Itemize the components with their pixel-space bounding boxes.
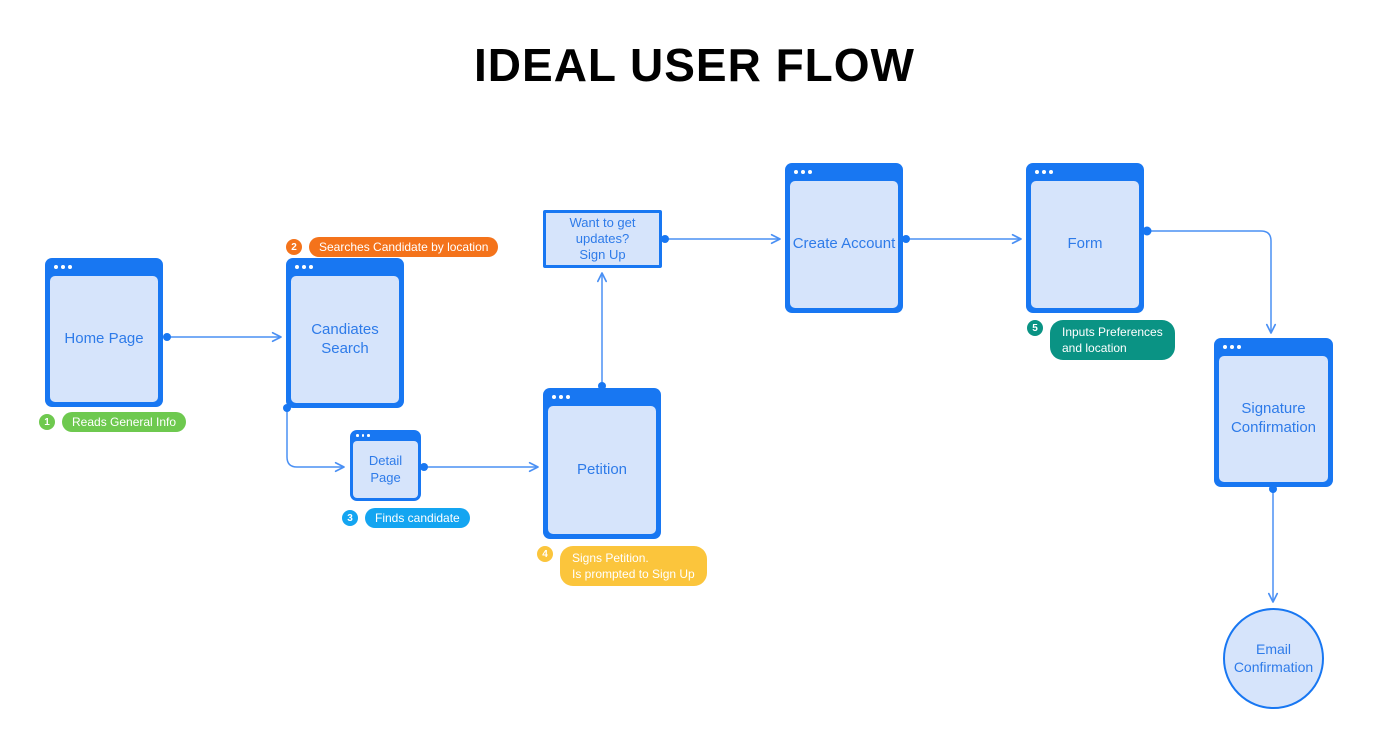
- window-dots-icon: [356, 434, 370, 437]
- badge-step-1: 1 Reads General Info: [39, 412, 187, 433]
- node-label-home-page: Home Page: [64, 329, 144, 347]
- window-titlebar: [785, 163, 903, 181]
- node-label-form: Form: [1067, 235, 1103, 253]
- node-create-account: Create Account: [785, 163, 903, 313]
- node-form: Form: [1026, 163, 1144, 313]
- connector-search-to-detail: [286, 408, 345, 473]
- node-label-detail-page: Detail Page: [368, 453, 403, 485]
- window-body: Create Account: [790, 181, 898, 308]
- badge-label: Searches Candidate by location: [309, 237, 499, 258]
- node-signature-confirmation: Signature Confirmation: [1214, 338, 1333, 487]
- window-body: Detail Page: [353, 441, 418, 498]
- node-signup-prompt: Want to get updates? Sign Up: [543, 210, 662, 268]
- badge-step-5: 5 Inputs Preferences and location: [1027, 320, 1175, 361]
- node-detail-page: Detail Page: [350, 430, 421, 501]
- window-dots-icon: [295, 265, 313, 269]
- window-body: Candiates Search: [291, 276, 399, 403]
- window-titlebar: [45, 258, 163, 276]
- badge-label: Signs Petition. Is prompted to Sign Up: [560, 546, 707, 587]
- badge-step-4: 4 Signs Petition. Is prompted to Sign Up: [537, 546, 707, 587]
- window-body: Signature Confirmation: [1219, 356, 1328, 482]
- window-dots-icon: [1035, 170, 1053, 174]
- badge-number: 5: [1027, 320, 1043, 336]
- window-titlebar: [1214, 338, 1333, 356]
- node-label-petition: Petition: [576, 460, 628, 478]
- window-dots-icon: [54, 265, 72, 269]
- window-body: Home Page: [50, 276, 158, 402]
- node-email-confirmation: Email Confirmation: [1223, 608, 1324, 709]
- connector-form-to-signature: [1147, 230, 1277, 334]
- window-titlebar: [286, 258, 404, 276]
- node-candidates-search: Candiates Search: [286, 258, 404, 408]
- window-titlebar: [350, 430, 421, 441]
- window-titlebar: [1026, 163, 1144, 181]
- badge-step-2: 2 Searches Candidate by location: [286, 237, 499, 258]
- badge-step-3: 3 Finds candidate: [342, 508, 470, 529]
- page-title: IDEAL USER FLOW: [474, 39, 915, 91]
- node-label-signature-confirmation: Signature Confirmation: [1230, 400, 1317, 436]
- badge-label: Reads General Info: [62, 412, 187, 433]
- badge-number: 2: [286, 239, 302, 256]
- badge-number: 1: [39, 414, 55, 431]
- badge-label: Finds candidate: [365, 508, 470, 529]
- node-home-page: Home Page: [45, 258, 163, 407]
- window-dots-icon: [794, 170, 812, 174]
- node-petition: Petition: [543, 388, 661, 539]
- window-body: Form: [1031, 181, 1139, 308]
- node-label-candidates-search: Candiates Search: [311, 320, 379, 357]
- window-body: Petition: [548, 406, 656, 534]
- window-titlebar: [543, 388, 661, 406]
- node-label-signup-prompt: Want to get updates? Sign Up: [569, 214, 636, 263]
- node-label-email-confirmation: Email Confirmation: [1233, 641, 1314, 675]
- node-label-create-account: Create Account: [792, 235, 896, 253]
- badge-number: 3: [342, 510, 358, 527]
- badge-label: Inputs Preferences and location: [1050, 320, 1175, 361]
- window-dots-icon: [1223, 345, 1241, 349]
- badge-number: 4: [537, 546, 553, 562]
- window-dots-icon: [552, 395, 570, 399]
